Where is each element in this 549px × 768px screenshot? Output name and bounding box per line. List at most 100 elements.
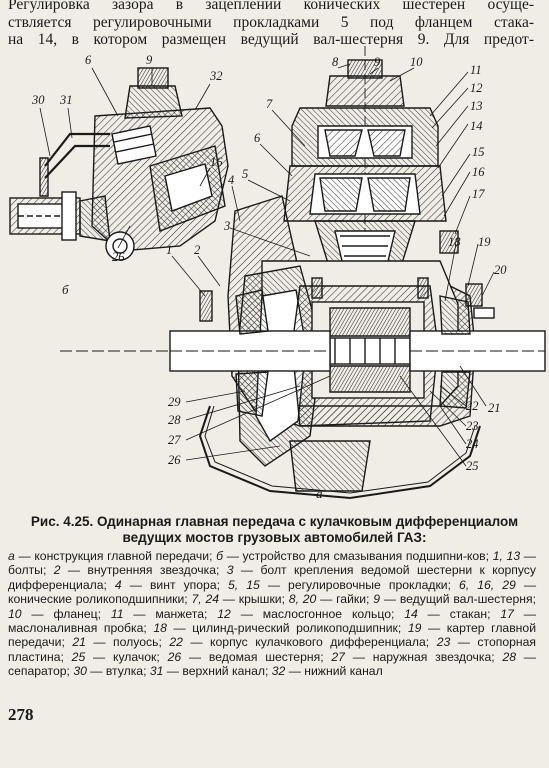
legend-entry: 7, 24 — крышки; (191, 592, 288, 606)
legend-entry-number: 2 (53, 563, 61, 578)
callout-16-left: 16 (210, 155, 223, 169)
callout-9-left: 9 (146, 53, 153, 67)
figure-legend: а — конструкция главной передачи; б — ус… (8, 549, 536, 679)
legend-entry: 22 — корпус кулачкового дифференциала; (169, 635, 436, 649)
callout-20: 20 (494, 263, 507, 277)
callout-17: 17 (472, 187, 485, 201)
legend-entry-number: 22 (169, 635, 183, 650)
legend-entry-number: 4 (114, 577, 122, 592)
callout-4: 4 (228, 173, 234, 187)
legend-entry-text: — корпус кулачкового дифференциала; (182, 635, 437, 650)
legend-entry-number: 19 (407, 621, 422, 636)
legend-entry-number: 28 (502, 649, 517, 664)
legend-entry: 28 — сепаратор; (8, 650, 536, 678)
legend-entry-text: — верхний канал; (163, 664, 272, 679)
callout-6: 6 (254, 131, 261, 145)
callout-23: 23 (466, 419, 479, 433)
legend-entry: 26 — ведомая шестерня; (168, 650, 332, 664)
main-section-view (60, 46, 546, 500)
legend-entry: а — конструкция главной передачи; (8, 549, 216, 563)
legend-entry-number: 30 (73, 664, 87, 679)
legend-entry-text: — наружная звездочка; (344, 649, 503, 664)
legend-entry-number: 25 (71, 649, 86, 664)
legend-entry: 1, 13 — болты; (8, 549, 536, 577)
intro-line: Регулировка зазора в зацеплении коническ… (8, 0, 534, 13)
legend-entry: 31 — верхний канал; (150, 664, 272, 678)
legend-entry-text: — полуось; (85, 635, 170, 650)
legend-entry-number: 1, 13 (492, 549, 521, 563)
legend-entry-number: 17 (500, 606, 514, 621)
legend-entry-text: — втулка; (86, 664, 150, 679)
callout-29: 29 (168, 395, 181, 409)
legend-entry-number: 6, 16, 29 (459, 577, 516, 592)
legend-entry-text: — крышки; (219, 592, 289, 607)
callout-12: 12 (470, 81, 483, 95)
legend-entry: 6, 16, 29 — конические роликоподшипники; (8, 578, 536, 606)
intro-line: на 14, в котором размещен ведущий вал-ше… (8, 31, 534, 48)
legend-entry-number: 21 (72, 635, 86, 650)
sublabel-b: б (62, 282, 69, 297)
legend-entry-text: — конструкция главной передачи; (14, 549, 217, 563)
callout-numbers: 6 9 32 30 31 16 26 4 б 8 9 10 11 12 13 1… (31, 53, 507, 501)
legend-entry-number: 32 (271, 664, 286, 679)
legend-entry-text: — стопорная пластина; (8, 635, 537, 664)
legend-entry: 27 — наружная звездочка; (331, 650, 502, 664)
legend-entry: 23 — стопорная пластина; (8, 635, 536, 663)
legend-entry-text: — болт крепления ведомой шестерни к корп… (8, 563, 536, 592)
legend-entry: 18 — цилинд-рический роликоподшипник; (153, 621, 407, 635)
legend-entry: 9 — ведущий вал-шестерня; (373, 592, 536, 606)
legend-entry: 30 — втулка; (73, 664, 150, 678)
legend-entry: 21 — полуось; (72, 635, 169, 649)
legend-entry-text: — нижний канал (285, 664, 383, 679)
legend-entry-number: 23 (436, 635, 451, 650)
legend-entry-text: — маслоналивная пробка; (8, 606, 536, 636)
legend-entry-text: — регулировочные прокладки; (259, 577, 460, 592)
sublabel-a: а (316, 486, 323, 501)
legend-entry-number: 10 (8, 606, 22, 621)
legend-entry-number: 26 (167, 649, 182, 664)
caption-line-2: ведущих мостов грузовых автомобилей ГАЗ: (122, 530, 427, 545)
legend-entry-number: 11 (110, 606, 124, 621)
callout-16: 16 (472, 165, 485, 179)
legend-entry-text: — устройство для смазывания подшипни-ков… (223, 549, 493, 563)
legend-entry: 10 — фланец; (8, 607, 111, 621)
callout-24: 24 (466, 437, 479, 451)
legend-entry-text: — конические роликоподшипники; (8, 577, 537, 607)
legend-entry: 11 — манжета; (111, 607, 217, 621)
intro-paragraph: Регулировка зазора в зацеплении коническ… (8, 0, 534, 49)
callout-14: 14 (470, 119, 483, 133)
callout-6-left: 6 (85, 53, 92, 67)
callout-7: 7 (266, 97, 273, 111)
intro-line: ствляется регулировочными прокладками 5 … (8, 13, 534, 31)
legend-entry-text: — винт упора; (121, 577, 229, 592)
callout-19: 19 (478, 235, 491, 249)
callout-11: 11 (470, 63, 482, 77)
legend-entry-text: — гайки; (316, 592, 374, 607)
legend-entry-text: — цилинд-рический роликоподшипник; (166, 621, 408, 636)
legend-entry-number: 12 (217, 606, 231, 621)
legend-entry-number: б (216, 549, 224, 563)
legend-entry: 25 — кулачок; (72, 650, 168, 664)
figure-caption: Рис. 4.25. Одинарная главная передача с … (22, 514, 527, 546)
callout-3: 3 (223, 219, 230, 233)
callout-10: 10 (410, 55, 423, 69)
legend-entry: 19 — картер главной передачи; (8, 621, 536, 649)
callout-32: 32 (209, 69, 223, 83)
sub-figure-b (9, 67, 229, 261)
legend-entry-text: — манжета; (123, 606, 218, 621)
drive-axle-drawing: 6 9 32 30 31 16 26 4 б 8 9 10 11 12 13 1… (9, 46, 546, 501)
caption-line-1: Рис. 4.25. Одинарная главная передача с … (30, 514, 519, 529)
callout-28: 28 (168, 413, 181, 427)
callout-9: 9 (374, 55, 381, 69)
legend-entry-number: 5, 15 (228, 577, 260, 592)
callout-26: 26 (168, 453, 181, 467)
legend-entry-number: а (8, 549, 15, 563)
callout-25: 25 (466, 459, 479, 473)
legend-entry-text: — кулачок; (85, 649, 168, 664)
legend-entry-number: 7, 24 (191, 592, 219, 607)
callout-31: 31 (59, 93, 73, 107)
callout-30: 30 (31, 93, 45, 107)
callout-26-left: 26 (112, 250, 125, 264)
legend-entry-number: 8, 20 (288, 592, 317, 607)
leader-lines (39, 63, 495, 467)
